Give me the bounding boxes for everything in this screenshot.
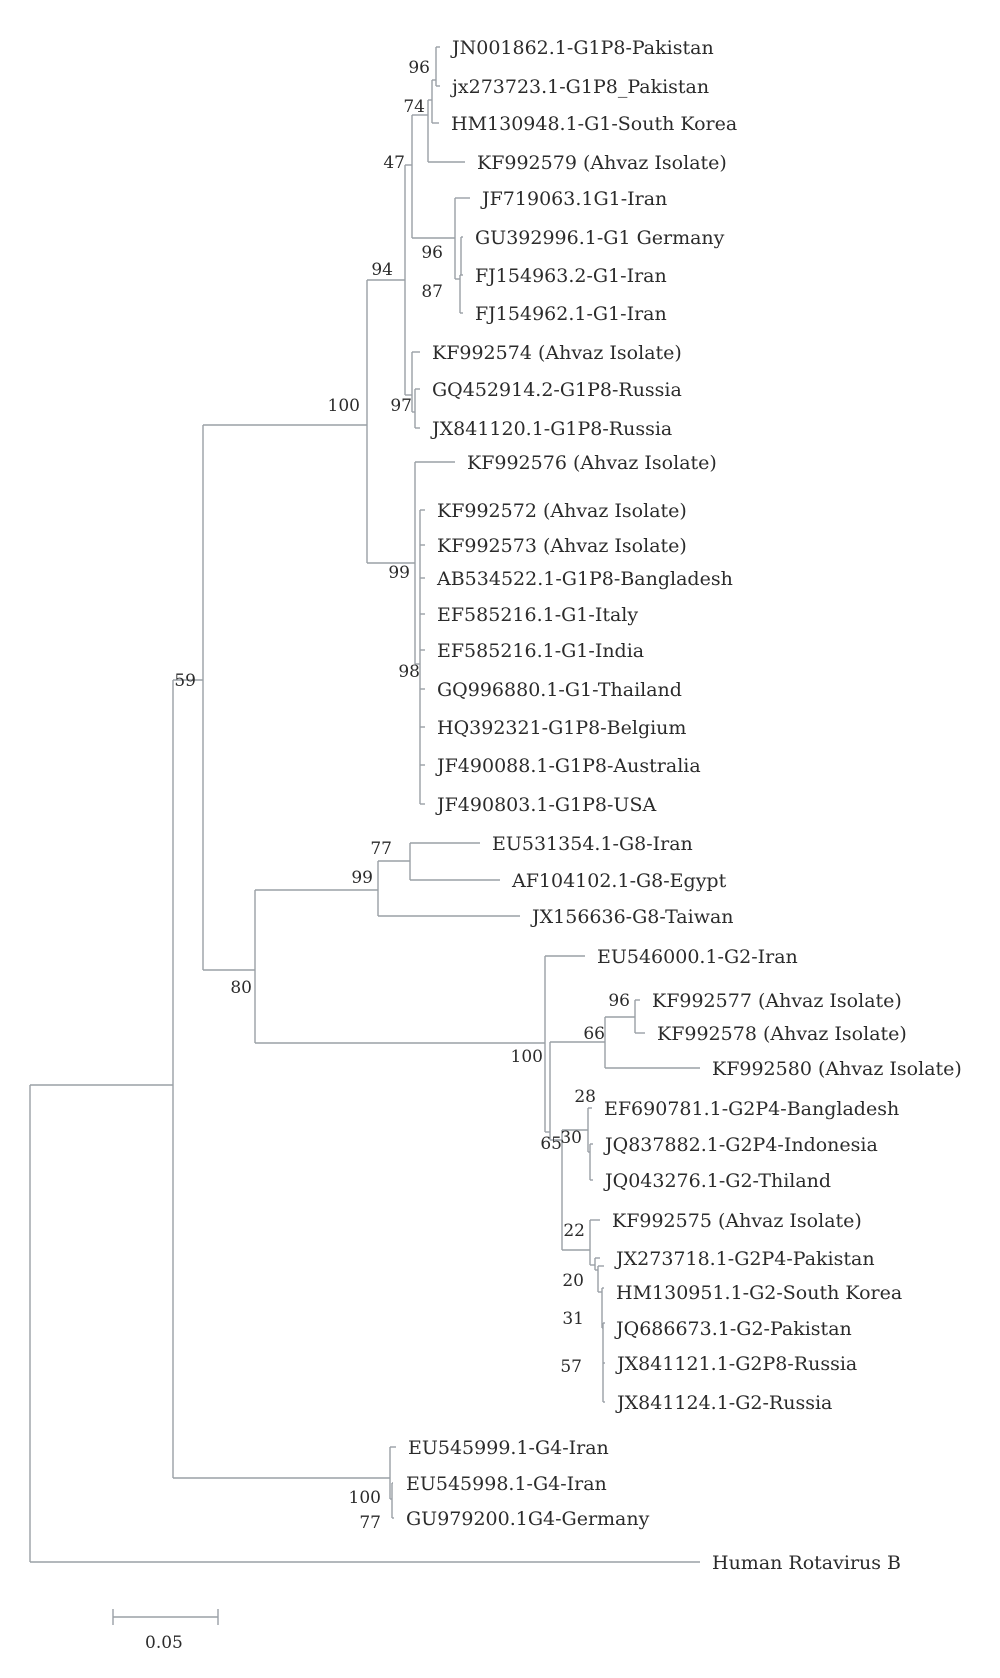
taxon-label: GQ996880.1-G1-Thailand bbox=[437, 679, 682, 701]
taxon-label: KF992573 (Ahvaz Isolate) bbox=[437, 535, 687, 557]
bootstrap-value: 31 bbox=[562, 1309, 584, 1329]
bootstrap-value: 98 bbox=[398, 662, 420, 682]
taxon-label: KF992572 (Ahvaz Isolate) bbox=[437, 500, 687, 522]
tree-branches bbox=[29, 46, 700, 1625]
taxon-label: KF992574 (Ahvaz Isolate) bbox=[432, 342, 682, 364]
bootstrap-value: 65 bbox=[540, 1134, 562, 1154]
taxon-label: JX156636-G8-Taiwan bbox=[530, 906, 734, 928]
bootstrap-value: 100 bbox=[349, 1488, 381, 1508]
taxon-label: EU545999.1-G4-Iran bbox=[408, 1437, 609, 1459]
taxon-label: JX841121.1-G2P8-Russia bbox=[615, 1353, 857, 1375]
leaf-labels: JN001862.1-G1P8-Pakistan jx273723.1-G1P8_… bbox=[406, 37, 962, 1574]
taxon-label: EU545998.1-G4-Iran bbox=[406, 1473, 607, 1495]
taxon-label: AF104102.1-G8-Egypt bbox=[511, 870, 727, 892]
bootstrap-value: 20 bbox=[562, 1271, 584, 1291]
taxon-label: EF585216.1-G1-Italy bbox=[437, 604, 638, 626]
taxon-label: JQ686673.1-G2-Pakistan bbox=[614, 1318, 852, 1340]
bootstrap-value: 59 bbox=[174, 671, 196, 691]
bootstrap-value: 30 bbox=[560, 1128, 582, 1148]
taxon-label: JQ837882.1-G2P4-Indonesia bbox=[603, 1134, 878, 1156]
taxon-label: JF490088.1-G1P8-Australia bbox=[435, 755, 701, 777]
bootstrap-value: 28 bbox=[574, 1087, 596, 1107]
taxon-label: GU979200.1G4-Germany bbox=[406, 1508, 650, 1530]
bootstrap-value: 22 bbox=[563, 1221, 585, 1241]
taxon-label: JX273718.1-G2P4-Pakistan bbox=[614, 1248, 875, 1270]
bootstrap-value: 57 bbox=[560, 1357, 582, 1377]
taxon-label: GQ452914.2-G1P8-Russia bbox=[432, 379, 682, 401]
taxon-label: JX841120.1-G1P8-Russia bbox=[430, 418, 672, 440]
bootstrap-value: 100 bbox=[328, 396, 360, 416]
taxon-label: EF585216.1-G1-India bbox=[437, 640, 644, 662]
bootstrap-value: 97 bbox=[390, 396, 412, 416]
taxon-label: FJ154963.2-G1-Iran bbox=[475, 265, 667, 287]
bootstrap-value: 96 bbox=[608, 991, 630, 1011]
taxon-label: EU546000.1-G2-Iran bbox=[597, 946, 798, 968]
taxon-label: FJ154962.1-G1-Iran bbox=[475, 303, 667, 325]
taxon-label: KF992579 (Ahvaz Isolate) bbox=[477, 152, 727, 174]
taxon-label: EU531354.1-G8-Iran bbox=[492, 833, 693, 855]
bootstrap-value: 74 bbox=[403, 97, 425, 117]
bootstrap-value: 66 bbox=[583, 1024, 605, 1044]
taxon-label: Human Rotavirus B bbox=[712, 1552, 901, 1574]
taxon-label: HM130951.1-G2-South Korea bbox=[616, 1282, 902, 1304]
taxon-label: JN001862.1-G1P8-Pakistan bbox=[450, 37, 714, 59]
bootstrap-value: 80 bbox=[230, 978, 252, 998]
taxon-label: JF719063.1G1-Iran bbox=[480, 188, 667, 210]
bootstrap-value: 99 bbox=[388, 563, 410, 583]
taxon-label: jx273723.1-G1P8_Pakistan bbox=[450, 76, 709, 98]
taxon-label: KF992578 (Ahvaz Isolate) bbox=[657, 1023, 907, 1045]
taxon-label: HM130948.1-G1-South Korea bbox=[451, 113, 737, 135]
bootstrap-value: 96 bbox=[421, 243, 443, 263]
scale-bar-label: 0.05 bbox=[145, 1633, 183, 1653]
taxon-label: HQ392321-G1P8-Belgium bbox=[437, 717, 686, 739]
bootstrap-value: 99 bbox=[351, 868, 373, 888]
bootstrap-value: 47 bbox=[383, 153, 405, 173]
bootstrap-value: 87 bbox=[421, 282, 443, 302]
bootstrap-value: 77 bbox=[370, 839, 392, 859]
taxon-label: GU392996.1-G1 Germany bbox=[475, 227, 725, 249]
bootstrap-labels: 9674479687949710099985977998010096662830… bbox=[174, 58, 630, 1533]
taxon-label: AB534522.1-G1P8-Bangladesh bbox=[436, 568, 733, 590]
taxon-label: JX841124.1-G2-Russia bbox=[615, 1392, 832, 1414]
taxon-label: KF992580 (Ahvaz Isolate) bbox=[712, 1058, 962, 1080]
taxon-label: KF992575 (Ahvaz Isolate) bbox=[612, 1210, 862, 1232]
bootstrap-value: 96 bbox=[408, 58, 430, 78]
taxon-label: JF490803.1-G1P8-USA bbox=[435, 794, 656, 816]
bootstrap-value: 77 bbox=[359, 1513, 381, 1533]
taxon-label: EF690781.1-G2P4-Bangladesh bbox=[604, 1098, 899, 1120]
taxon-label: KF992577 (Ahvaz Isolate) bbox=[652, 990, 902, 1012]
bootstrap-value: 94 bbox=[371, 260, 393, 280]
taxon-label: KF992576 (Ahvaz Isolate) bbox=[467, 452, 717, 474]
bootstrap-value: 100 bbox=[511, 1047, 543, 1067]
taxon-label: JQ043276.1-G2-Thiland bbox=[603, 1170, 831, 1192]
